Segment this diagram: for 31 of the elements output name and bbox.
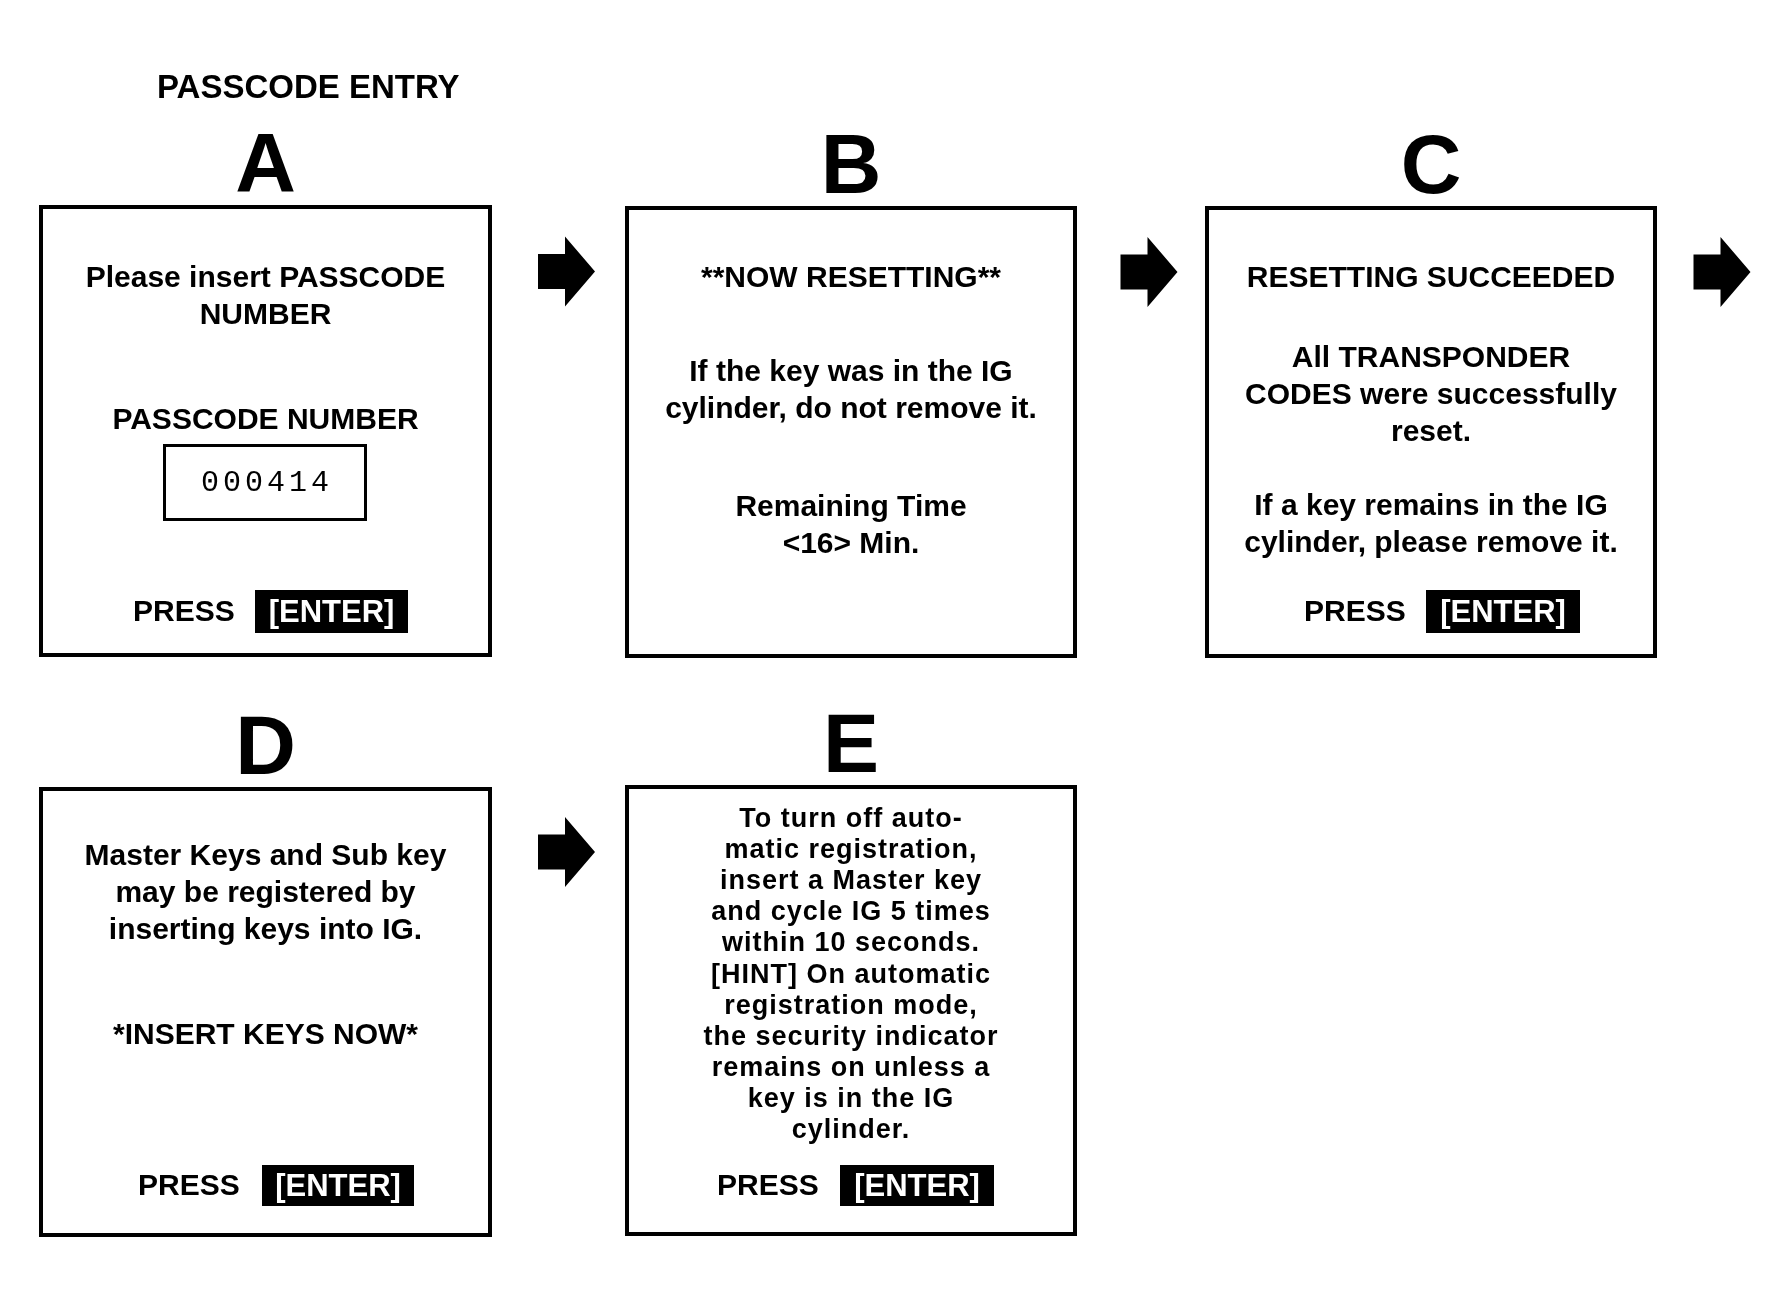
screen-message: All TRANSPONDER CODES were successfully reset. <box>1244 339 1618 449</box>
block-arrow <box>538 817 595 887</box>
step-letter: B <box>820 122 882 206</box>
step-letter: A <box>235 121 296 205</box>
highlighted-key-label: [ENTER] <box>840 1165 994 1206</box>
screen-message: **NOW RESETTING** <box>701 259 1001 295</box>
screen-message: Master Keys and Sub key may be registered by inserting keys into IG. <box>83 837 448 947</box>
highlighted-key-label: [ENTER] <box>1426 590 1580 633</box>
screen-message: *INSERT KEYS NOW* <box>112 1016 418 1052</box>
screen-message: Remaining Time <16> Min. <box>734 488 968 561</box>
diagram-title: PASSCODE ENTRY <box>157 68 460 106</box>
press-prompt: PRESS <box>717 1167 819 1203</box>
screen-message: PASSCODE NUMBER <box>112 401 419 437</box>
screen-message: If the key was in the IG cylinder, do not remove it. <box>664 353 1038 426</box>
screen-message: Please insert PASSCODE NUMBER <box>84 259 447 332</box>
press-prompt: PRESS <box>133 593 235 629</box>
step-letter: D <box>235 703 296 787</box>
screen-message: RESETTING SUCCEEDED <box>1246 259 1616 295</box>
press-prompt: PRESS <box>138 1167 240 1203</box>
screen-message: [HINT] On automatic registration mode, the security indicator remains on unless a key is in the IG cylinder. <box>702 959 1000 1145</box>
passcode-display-field: 000414 <box>163 444 367 521</box>
screen-message: To turn off auto- matic registration, insert a Master key and cycle IG 5 times within 10 seconds. <box>710 803 992 958</box>
highlighted-key-label: [ENTER] <box>262 1165 414 1206</box>
step-letter: C <box>1400 122 1462 206</box>
highlighted-key-label: [ENTER] <box>255 590 408 633</box>
screen-message: If a key remains in the IG cylinder, please remove it. <box>1243 487 1619 560</box>
step-letter: E <box>823 701 879 785</box>
block-arrow <box>1693 237 1751 307</box>
block-arrow <box>538 236 595 307</box>
press-prompt: PRESS <box>1304 593 1406 629</box>
block-arrow <box>1120 237 1178 307</box>
